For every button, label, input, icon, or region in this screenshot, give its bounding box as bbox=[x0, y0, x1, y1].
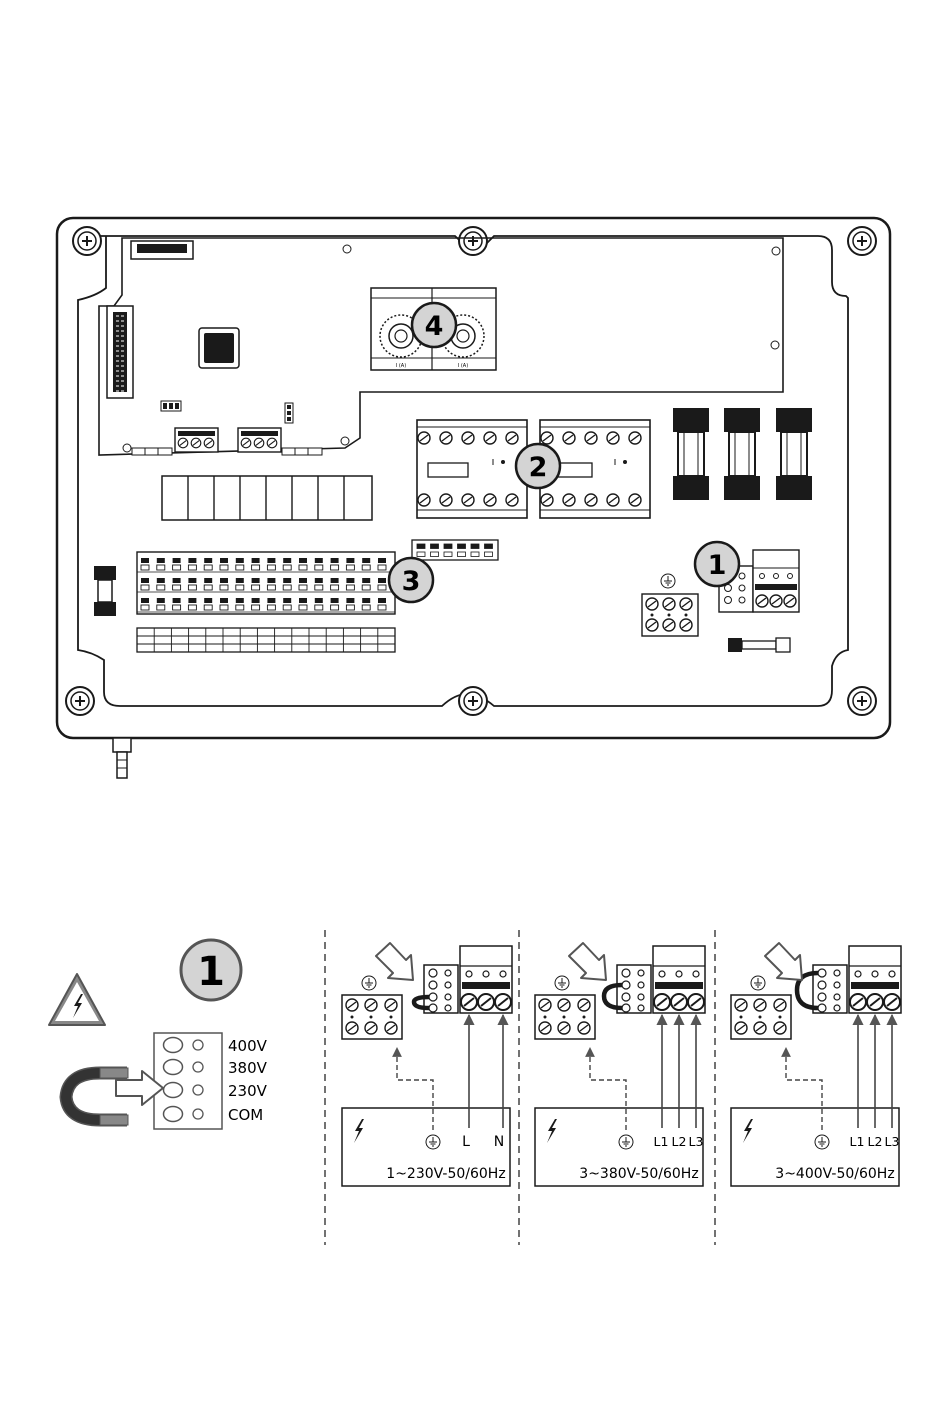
screw-icon bbox=[867, 994, 883, 1010]
screw-icon bbox=[346, 1022, 358, 1034]
callout-label: 1 bbox=[708, 550, 727, 581]
screw-icon bbox=[774, 999, 786, 1011]
screw-icon bbox=[558, 1022, 570, 1034]
supply-label: 3~400V-50/60Hz bbox=[775, 1166, 894, 1182]
screw-icon bbox=[754, 1022, 766, 1034]
screw-icon bbox=[735, 999, 747, 1011]
screw-icon bbox=[365, 1022, 377, 1034]
terminal-label: L3 bbox=[885, 1134, 900, 1149]
contactor-left bbox=[417, 420, 527, 518]
voltage-legend: 1 400V 380V 230V COM bbox=[49, 940, 268, 1129]
callout-label: 2 bbox=[529, 452, 548, 483]
fuse-holders bbox=[673, 408, 812, 500]
warning-triangle-icon bbox=[49, 974, 105, 1025]
screw-icon bbox=[346, 999, 358, 1011]
corner-screw-icon bbox=[459, 687, 487, 715]
callout-1: 1 bbox=[695, 542, 739, 586]
screw-icon bbox=[654, 994, 670, 1010]
side-fuse bbox=[94, 566, 116, 616]
terminal-label: L3 bbox=[689, 1134, 704, 1149]
voltage-label: 380V bbox=[228, 1059, 268, 1077]
ribbon-header bbox=[107, 306, 133, 398]
corner-screw-icon bbox=[66, 687, 94, 715]
corner-screw-icon bbox=[848, 687, 876, 715]
callout-4: 4 bbox=[412, 303, 456, 347]
ground-icon bbox=[815, 1135, 829, 1149]
screw-icon bbox=[578, 999, 590, 1011]
callout-label: 3 bbox=[402, 566, 421, 597]
ground-icon bbox=[751, 976, 765, 990]
legend-callout: 1 bbox=[181, 940, 241, 1000]
screw-icon bbox=[774, 1022, 786, 1034]
cable-gland bbox=[113, 738, 131, 778]
ground-icon bbox=[619, 1135, 633, 1149]
screw-icon bbox=[850, 994, 866, 1010]
corner-screw-icon bbox=[459, 227, 487, 255]
screw-icon bbox=[385, 1022, 397, 1034]
control-panel: I (A) I (A) bbox=[57, 218, 890, 778]
ground-icon bbox=[426, 1135, 440, 1149]
wiring-panel-1: 1~230V-50/60Hz L N bbox=[342, 943, 512, 1186]
pot-label: I (A) bbox=[396, 363, 406, 369]
voltage-label: 400V bbox=[228, 1037, 268, 1055]
arrow-icon bbox=[765, 943, 802, 980]
ground-icon bbox=[661, 574, 675, 588]
screw-icon bbox=[735, 1022, 747, 1034]
pot-label: I (A) bbox=[458, 363, 468, 369]
corner-screw-icon bbox=[848, 227, 876, 255]
arrow-icon bbox=[569, 943, 606, 980]
corner-screw-icon bbox=[73, 227, 101, 255]
callout-3: 3 bbox=[389, 558, 433, 602]
ground-icon bbox=[362, 976, 376, 990]
screw-icon bbox=[385, 999, 397, 1011]
supply-label: 3~380V-50/60Hz bbox=[579, 1166, 698, 1182]
screw-icon bbox=[578, 1022, 590, 1034]
voltage-label: 230V bbox=[228, 1082, 268, 1100]
screw-icon bbox=[478, 994, 494, 1010]
screw-icon bbox=[539, 999, 551, 1011]
terminal-label: L1 bbox=[654, 1134, 669, 1149]
supply-label: 1~230V-50/60Hz bbox=[386, 1166, 505, 1182]
screw-icon bbox=[539, 1022, 551, 1034]
screw-icon bbox=[884, 994, 900, 1010]
screw-icon bbox=[688, 994, 704, 1010]
callout-label: 1 bbox=[197, 949, 225, 995]
terminal-label: N bbox=[494, 1134, 504, 1150]
relay-row bbox=[162, 476, 372, 520]
terminal-label: L bbox=[462, 1134, 470, 1150]
microcontroller-chip bbox=[199, 328, 239, 368]
terminal-label: L2 bbox=[868, 1134, 883, 1149]
ground-icon bbox=[555, 976, 569, 990]
screw-icon bbox=[495, 994, 511, 1010]
terminal-label: L1 bbox=[850, 1134, 865, 1149]
voltage-label: COM bbox=[228, 1106, 263, 1124]
callout-label: 4 bbox=[425, 311, 444, 342]
terminal-label: L2 bbox=[672, 1134, 687, 1149]
callout-2: 2 bbox=[516, 444, 560, 488]
screw-icon bbox=[754, 999, 766, 1011]
screw-icon bbox=[671, 994, 687, 1010]
screw-icon bbox=[461, 994, 477, 1010]
screw-icon bbox=[558, 999, 570, 1011]
arrow-icon bbox=[376, 943, 413, 980]
screw-icon bbox=[365, 999, 377, 1011]
